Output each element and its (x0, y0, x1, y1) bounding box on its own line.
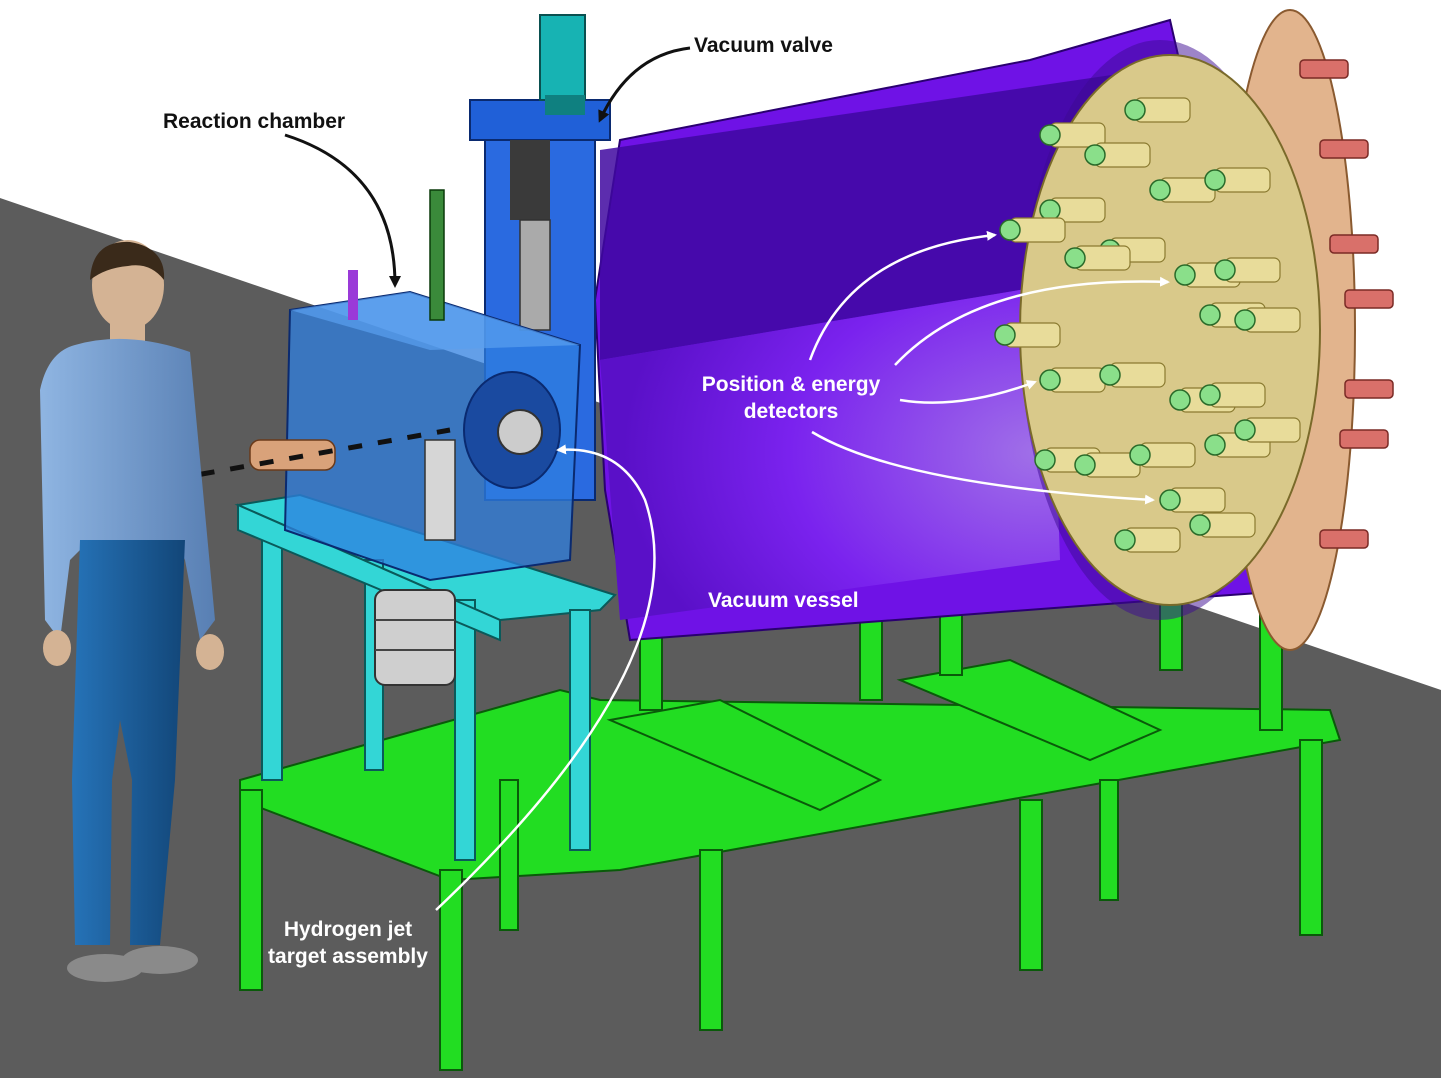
label-hydrogen-line1: Hydrogen jet (284, 918, 412, 941)
detector-tube (1129, 442, 1196, 468)
detector-tube (1149, 177, 1216, 203)
arrow-detector-1 (808, 230, 997, 361)
label-vacuum-valve: Vacuum valve (694, 34, 833, 57)
detector-tube (994, 322, 1061, 348)
label-detectors-line2: detectors (744, 400, 839, 423)
label-detectors-line1: Position & energy (702, 373, 881, 396)
detector-tube (1234, 307, 1301, 333)
arrow-detector-3 (899, 380, 1037, 404)
detector-tube (1189, 512, 1256, 538)
person-figure (40, 240, 224, 982)
detector-tube (1159, 487, 1226, 513)
detector-tube (1124, 97, 1191, 123)
label-reaction-chamber: Reaction chamber (163, 110, 345, 133)
detector-tube (1204, 167, 1271, 193)
reaction-chamber (249, 189, 582, 582)
detector-tube (999, 217, 1066, 243)
arrow-detector-2 (894, 276, 1170, 366)
detector-tube (1214, 257, 1281, 283)
pump (374, 589, 456, 686)
arrow-vacuum-valve (598, 46, 691, 123)
detector-tube (1064, 245, 1131, 271)
detector-tubes (994, 97, 1301, 553)
detector-tube (1039, 122, 1106, 148)
arrow-detector-4 (811, 430, 1155, 505)
detector-tube (1199, 382, 1266, 408)
detector-tube (1039, 367, 1106, 393)
annotation-arrows (284, 46, 1170, 911)
detector-tube (1114, 527, 1181, 553)
detector-tube (1234, 417, 1301, 443)
detector-tube (1099, 362, 1166, 388)
label-hydrogen-line2: target assembly (268, 945, 428, 968)
support-frame (239, 589, 1342, 1071)
detector-tube (1039, 197, 1106, 223)
detector-tube (1084, 142, 1151, 168)
feedthroughs (1299, 59, 1394, 549)
detector-tube (1074, 452, 1141, 478)
arrow-reaction-chamber (284, 133, 401, 288)
arrow-hydrogen-jet (435, 444, 656, 911)
label-vacuum-vessel: Vacuum vessel (708, 589, 859, 612)
